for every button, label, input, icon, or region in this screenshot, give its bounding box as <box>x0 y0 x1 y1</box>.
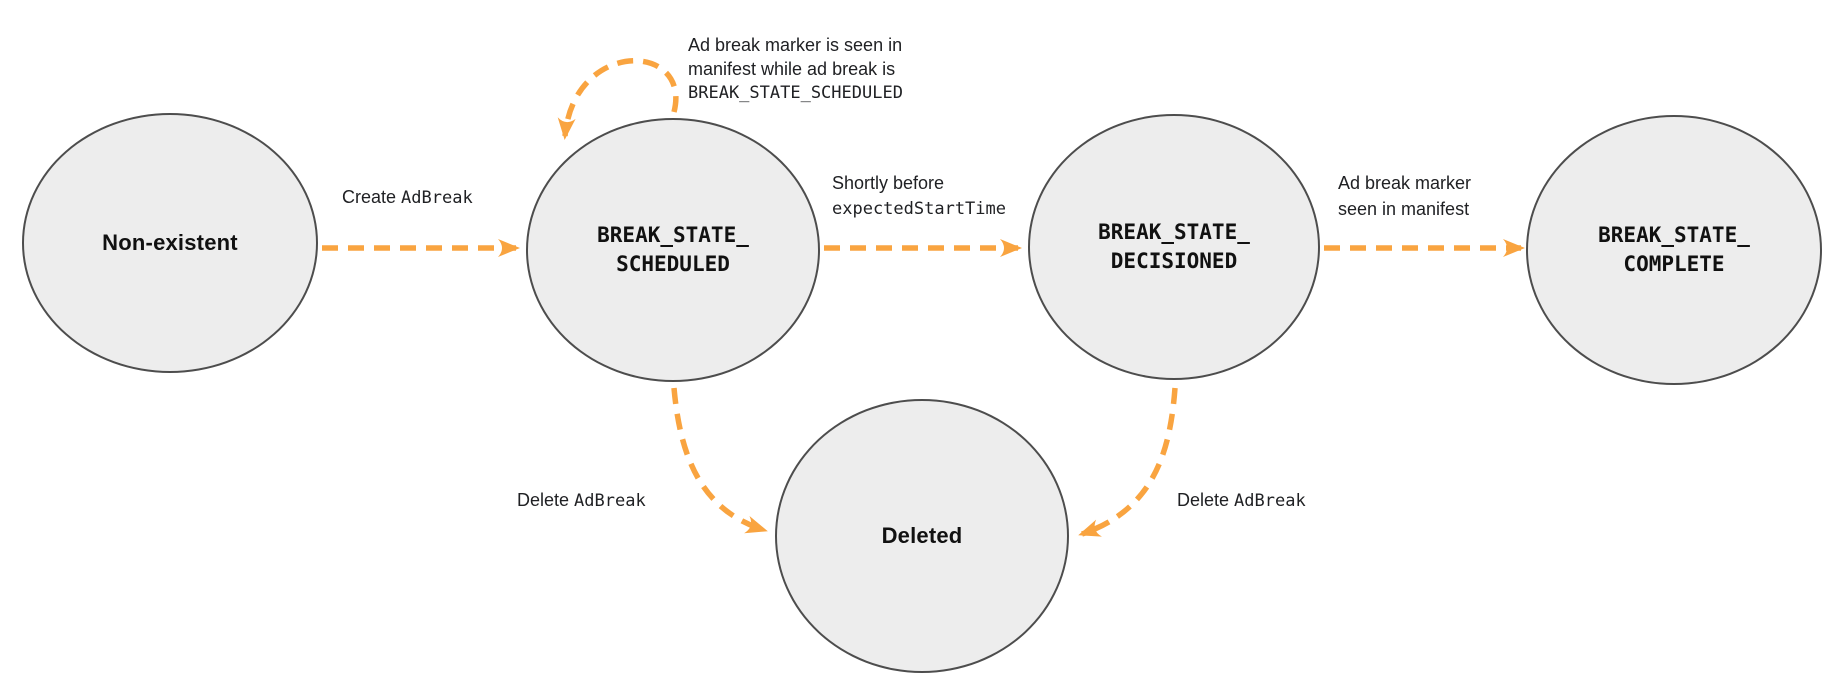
edge-label-text: Create <box>342 187 402 207</box>
edge-label-delete-adbreak-left: Delete AdBreak <box>517 488 646 513</box>
edge-label-code: AdBreak <box>401 188 473 208</box>
state-node-deleted: Deleted <box>775 399 1069 673</box>
edge-label-code: BREAK_STATE_SCHEDULED <box>688 83 903 103</box>
edge-label-code: AdBreak <box>574 491 646 511</box>
edge-label-code: expectedStartTime <box>832 199 1006 219</box>
edge-label-code: AdBreak <box>1234 491 1306 511</box>
edge-label-text: Shortly before <box>832 173 945 193</box>
state-label-break-state-complete: BREAK_STATE_ COMPLETE <box>1598 221 1750 279</box>
state-label-non-existent: Non-existent <box>102 230 238 255</box>
state-node-non-existent: Non-existent <box>22 113 318 373</box>
edge-delete-adbreak-right-arrow <box>1078 387 1178 537</box>
edge-label-self-loop: Ad break marker is seen in manifest whil… <box>688 33 903 105</box>
state-node-break-state-decisioned: BREAK_STATE_ DECISIONED <box>1028 114 1320 380</box>
state-label-break-state-scheduled: BREAK_STATE_ SCHEDULED <box>597 221 749 279</box>
state-label-line2: COMPLETE <box>1623 252 1725 276</box>
state-label-line1: BREAK_STATE_ <box>597 223 749 247</box>
state-node-break-state-complete: BREAK_STATE_ COMPLETE <box>1526 115 1822 385</box>
state-label-break-state-decisioned: BREAK_STATE_ DECISIONED <box>1098 218 1250 276</box>
edge-label-shortly-before: Shortly before expectedStartTime <box>832 170 1006 222</box>
edge-label-line1: Ad break marker <box>1338 173 1472 193</box>
state-label-deleted: Deleted <box>881 523 963 548</box>
edge-label-text: Delete <box>1177 490 1235 510</box>
edge-label-line2: manifest while ad break is <box>688 59 896 79</box>
state-label-line1: BREAK_STATE_ <box>1598 223 1750 247</box>
state-node-break-state-scheduled: BREAK_STATE_ SCHEDULED <box>526 118 820 382</box>
state-label-line1: BREAK_STATE_ <box>1098 220 1250 244</box>
edge-label-create-adbreak: Create AdBreak <box>342 185 473 210</box>
edge-label-line1: Ad break marker is seen in <box>688 35 903 55</box>
state-label-line2: DECISIONED <box>1110 249 1238 273</box>
edge-label-line2: seen in manifest <box>1338 199 1470 219</box>
edge-label-text: Delete <box>517 490 575 510</box>
edge-label-delete-adbreak-right: Delete AdBreak <box>1177 488 1306 513</box>
edge-delete-adbreak-left-arrow <box>671 387 768 534</box>
edge-label-marker-seen: Ad break marker seen in manifest <box>1338 170 1471 222</box>
state-label-line2: SCHEDULED <box>616 252 730 276</box>
